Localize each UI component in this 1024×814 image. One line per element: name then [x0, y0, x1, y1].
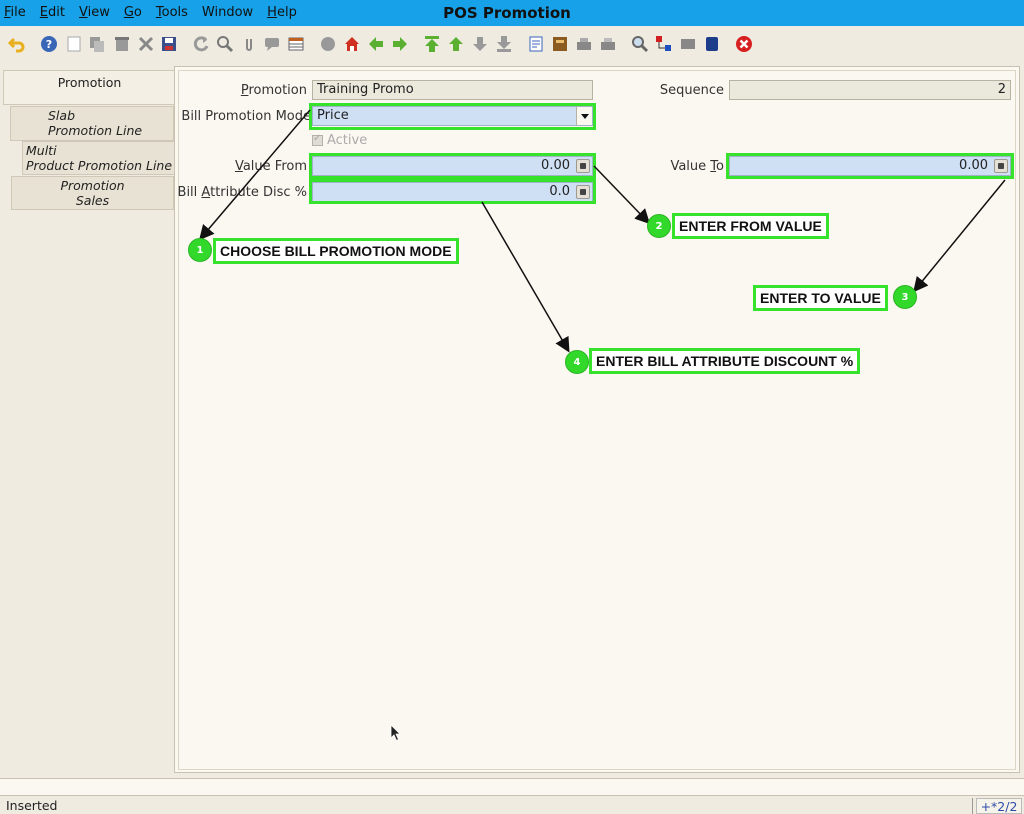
new-record-icon[interactable] [65, 35, 83, 53]
sequence-field[interactable]: 2 [729, 80, 1011, 100]
home-icon[interactable] [343, 35, 361, 53]
record-panel-border [178, 70, 1016, 770]
print-preview-icon[interactable] [575, 35, 593, 53]
highlight-bill-mode [309, 103, 596, 130]
value-to-field[interactable]: 0.00 [729, 156, 1011, 176]
tab-promotion[interactable]: Promotion [3, 70, 175, 105]
find-icon[interactable] [216, 35, 234, 53]
chevron-down-icon[interactable] [576, 107, 592, 125]
menu-tools[interactable]: Tools [155, 5, 188, 20]
annotation-callout-1: CHOOSE BILL PROMOTION MODE [213, 238, 459, 264]
annotation-callout-4: ENTER BILL ATTRIBUTE DISCOUNT % [589, 348, 861, 374]
bill-attribute-disc-label: Bill Attribute Disc % [177, 185, 307, 200]
menu-window[interactable]: Window [201, 5, 254, 20]
delete-selection-icon[interactable] [137, 35, 155, 53]
window-title: POS Promotion [443, 4, 571, 22]
annotation-callout-2: ENTER FROM VALUE [672, 213, 829, 239]
next-record-icon[interactable] [471, 35, 489, 53]
undo-icon[interactable] [8, 35, 26, 53]
highlight-bill-attribute [309, 179, 596, 204]
workflow-icon[interactable] [655, 35, 673, 53]
menu-bar: File Edit View Go Tools Window Help [4, 5, 311, 20]
svg-text:?: ? [46, 38, 52, 51]
active-checkbox[interactable] [312, 133, 323, 146]
title-bar: File Edit View Go Tools Window Help POS … [0, 0, 1024, 26]
zoom-across-icon[interactable] [631, 35, 649, 53]
grid-toggle-icon[interactable] [287, 35, 305, 53]
annotation-badge-3: 3 [893, 285, 917, 309]
value-from-field[interactable]: 0.00 [312, 156, 593, 176]
annotation-badge-4: 4 [565, 350, 589, 374]
back-icon[interactable] [367, 35, 385, 53]
menu-go[interactable]: Go [123, 5, 142, 20]
delete-icon[interactable] [113, 35, 131, 53]
attachment-icon[interactable] [240, 35, 258, 53]
calculator-icon[interactable] [994, 159, 1008, 173]
status-text: Inserted [6, 798, 58, 813]
forward-icon[interactable] [391, 35, 409, 53]
status-separator [972, 798, 974, 814]
archive-icon[interactable] [551, 35, 569, 53]
highlight-value-from [309, 153, 596, 179]
tab-slab-promotion-line[interactable]: Slab Promotion Line [10, 106, 174, 141]
annotation-callout-3: ENTER TO VALUE [753, 285, 888, 311]
calculator-icon[interactable] [576, 159, 590, 173]
annotation-badge-1: 1 [188, 238, 212, 262]
mouse-cursor-icon [390, 724, 401, 742]
tab-multi-product-promotion-line[interactable]: Multi Product Promotion Line [22, 141, 175, 175]
help-icon[interactable]: ? [40, 35, 58, 53]
menu-view[interactable]: View [78, 5, 110, 20]
save-icon[interactable] [160, 35, 178, 53]
last-record-icon[interactable] [495, 35, 513, 53]
product-info-icon[interactable] [703, 35, 721, 53]
record-info[interactable]: +*2/2 [976, 798, 1022, 814]
report-icon[interactable] [527, 35, 545, 53]
refresh-icon[interactable] [192, 35, 210, 53]
tab-promotion-sales[interactable]: Promotion Sales [11, 176, 174, 210]
active-label: Active [327, 133, 368, 148]
highlight-value-to [726, 153, 1014, 179]
status-line [0, 778, 1024, 796]
calculator-icon[interactable] [576, 185, 590, 199]
sequence-label: Sequence [659, 83, 724, 98]
close-window-icon[interactable] [735, 35, 753, 53]
value-from-label: Value From [234, 159, 307, 174]
request-icon[interactable] [679, 35, 697, 53]
promotion-label: Promotion [240, 83, 307, 98]
value-to-label: Value To [670, 159, 724, 174]
menu-file[interactable]: File [4, 5, 26, 20]
menu-help[interactable]: Help [267, 5, 297, 20]
bill-promotion-mode-select[interactable]: Price [312, 106, 593, 126]
annotation-badge-2: 2 [647, 214, 671, 238]
copy-record-icon[interactable] [88, 35, 106, 53]
status-bar: Inserted [0, 796, 1024, 814]
print-icon[interactable] [599, 35, 617, 53]
promotion-field[interactable]: Training Promo [312, 80, 593, 100]
first-record-icon[interactable] [423, 35, 441, 53]
chat-icon[interactable] [263, 35, 281, 53]
menu-edit[interactable]: Edit [39, 5, 65, 20]
history-icon[interactable] [319, 35, 337, 53]
previous-record-icon[interactable] [447, 35, 465, 53]
bill-promotion-mode-label: Bill Promotion Mode [181, 109, 311, 124]
